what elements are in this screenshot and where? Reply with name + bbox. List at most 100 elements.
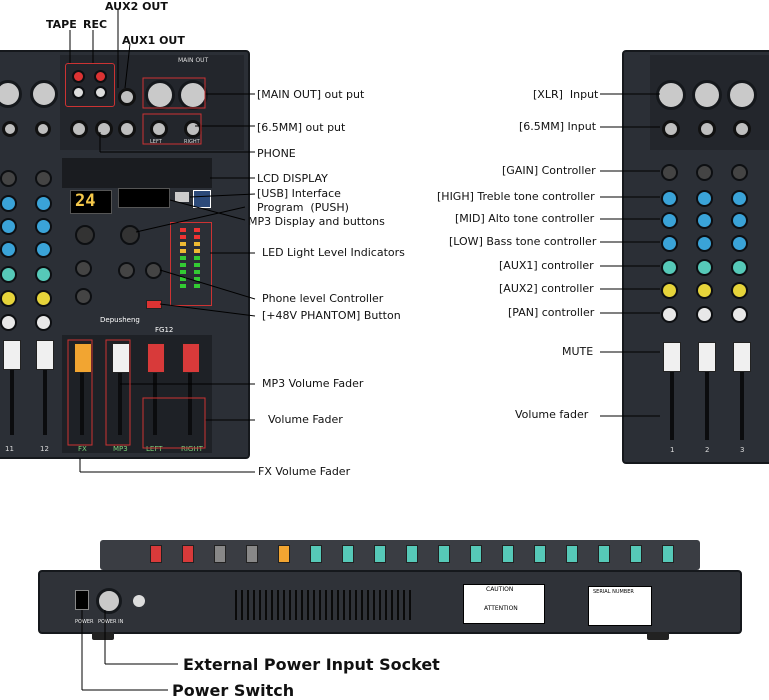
serial-label: SERIAL NUMBER	[588, 586, 652, 626]
fx-knob-1[interactable]	[75, 260, 92, 277]
ch2-fader[interactable]	[698, 342, 716, 372]
ch12-high-knob[interactable]	[35, 195, 52, 212]
right-ch1-knob-6[interactable]	[661, 306, 678, 323]
fx-text: FX	[78, 445, 87, 453]
ch12-low-knob[interactable]	[35, 241, 52, 258]
ch3-fader[interactable]	[733, 342, 751, 372]
low-label: [LOW] Bass tone controller	[449, 235, 597, 248]
vent-slot	[379, 590, 381, 620]
led-label: LED Light Level Indicators	[262, 246, 405, 259]
right-ch2-knob-2[interactable]	[696, 212, 713, 229]
main-out-label: [MAIN OUT] out put	[257, 88, 365, 101]
aux1-label: [AUX1] controller	[499, 259, 594, 272]
rear-knob	[214, 545, 226, 563]
bt-badge	[193, 190, 211, 208]
right-ch2-knob-4[interactable]	[696, 259, 713, 276]
right-ch3-knob-2[interactable]	[731, 212, 748, 229]
vent-slot	[397, 590, 399, 620]
left-fader[interactable]	[147, 343, 165, 373]
led-dot	[194, 270, 200, 274]
ch3-xlr	[727, 80, 757, 110]
fx-fader-label: FX Volume Fader	[258, 465, 351, 478]
rear-knob	[342, 545, 354, 563]
fx-knob-2[interactable]	[75, 288, 92, 305]
power-socket-label: External Power Input Socket	[183, 655, 440, 674]
led-meter	[176, 228, 206, 298]
phone-level-knob-2[interactable]	[118, 262, 135, 279]
power-switch[interactable]	[75, 590, 89, 610]
vent-slot	[313, 590, 315, 620]
ch11-high-knob[interactable]	[0, 195, 17, 212]
right-ch3-knob-0[interactable]	[731, 164, 748, 181]
ch1-jack	[662, 120, 680, 138]
vent-slot	[319, 590, 321, 620]
ch11-pan-knob[interactable]	[0, 314, 17, 331]
rear-knob	[630, 545, 642, 563]
right-fader[interactable]	[182, 343, 200, 373]
vent-slot	[307, 590, 309, 620]
rear-knob	[438, 545, 450, 563]
caution-label: CAUTION ATTENTION	[463, 584, 545, 624]
ch11-xlr	[0, 80, 22, 108]
ch11-aux1-knob[interactable]	[0, 266, 17, 283]
vent-slot	[235, 590, 237, 620]
ch12-mid-knob[interactable]	[35, 218, 52, 235]
mute-label: MUTE	[562, 345, 594, 358]
lcd-label: LCD DISPLAY	[257, 172, 328, 185]
rear-screw	[133, 595, 145, 607]
right-ch2-knob-1[interactable]	[696, 190, 713, 207]
aux2-label: [AUX2] controller	[499, 282, 594, 295]
rca-red-2	[94, 70, 107, 83]
right-ch1-knob-4[interactable]	[661, 259, 678, 276]
ch12-aux2-knob[interactable]	[35, 290, 52, 307]
ch11-aux2-knob[interactable]	[0, 290, 17, 307]
right-ch2-knob-6[interactable]	[696, 306, 713, 323]
right-ch1-knob-3[interactable]	[661, 235, 678, 252]
right-ch1-knob-5[interactable]	[661, 282, 678, 299]
ch11-gain-knob[interactable]	[0, 170, 17, 187]
vent-slot	[349, 590, 351, 620]
ch12-fader[interactable]	[36, 340, 54, 370]
right-ch1-knob-2[interactable]	[661, 212, 678, 229]
program-knob[interactable]	[75, 225, 95, 245]
program-push-knob[interactable]	[120, 225, 140, 245]
right-ch2-knob-0[interactable]	[696, 164, 713, 181]
rear-knob	[598, 545, 610, 563]
led-dot	[180, 256, 186, 260]
aux-jack	[118, 88, 136, 106]
mp3-display	[118, 188, 170, 208]
right-ch3-knob-5[interactable]	[731, 282, 748, 299]
right-ch3-knob-4[interactable]	[731, 259, 748, 276]
right-ch3-knob-1[interactable]	[731, 190, 748, 207]
ch11-low-knob[interactable]	[0, 241, 17, 258]
right-ch3-knob-6[interactable]	[731, 306, 748, 323]
vent-slot	[277, 590, 279, 620]
rear-knob	[502, 545, 514, 563]
vent-slot	[385, 590, 387, 620]
ch12-pan-knob[interactable]	[35, 314, 52, 331]
ch11-fader[interactable]	[3, 340, 21, 370]
ch11-mid-knob[interactable]	[0, 218, 17, 235]
vent-slot	[253, 590, 255, 620]
led-dot	[180, 242, 186, 246]
aux1-out-label: AUX1 OUT	[122, 34, 185, 47]
rear-knob	[374, 545, 386, 563]
attention-text: ATTENTION	[484, 605, 518, 612]
power-in-text: POWER IN	[98, 619, 124, 625]
right-ch2-knob-3[interactable]	[696, 235, 713, 252]
right-ch1-knob-1[interactable]	[661, 190, 678, 207]
right-ch2-knob-5[interactable]	[696, 282, 713, 299]
lcd-value: 24	[75, 191, 96, 211]
rear-knob	[662, 545, 674, 563]
ch12-aux1-knob[interactable]	[35, 266, 52, 283]
rca-white-1	[72, 86, 85, 99]
ch12-gain-knob[interactable]	[35, 170, 52, 187]
volume-label: Volume fader	[515, 408, 589, 421]
right-ch3-knob-3[interactable]	[731, 235, 748, 252]
ch1-fader[interactable]	[663, 342, 681, 372]
ch12-xlr	[30, 80, 58, 108]
right-ch1-knob-0[interactable]	[661, 164, 678, 181]
vent-slot	[355, 590, 357, 620]
vent-slot	[265, 590, 267, 620]
rca-red-1	[72, 70, 85, 83]
